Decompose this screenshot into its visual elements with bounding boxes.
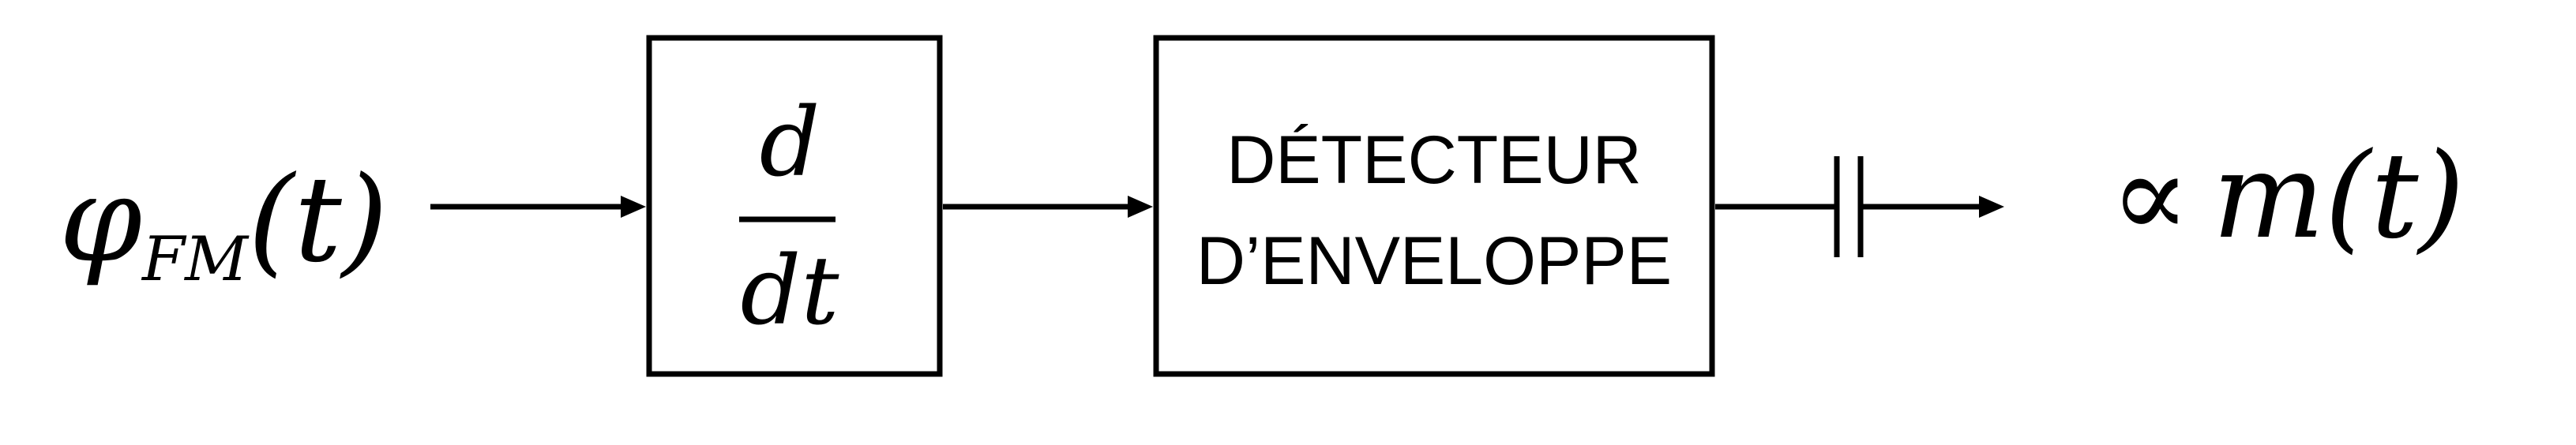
svg-text:φFM(t): φFM(t) xyxy=(59,151,388,295)
input-symbol: φ xyxy=(59,151,142,289)
detector-label-line1: DÉTECTEUR xyxy=(1226,122,1642,198)
input-signal-label: φFM(t) xyxy=(59,151,388,295)
proportional-symbol: ∝ xyxy=(2110,128,2191,265)
arrow-differentiator-to-detector xyxy=(943,196,1153,218)
output-arrowhead xyxy=(1979,196,2004,218)
output-signal-label: ∝m(t) xyxy=(2110,128,2465,265)
svg-text:∝m(t): ∝m(t) xyxy=(2110,128,2465,265)
output-expression: m(t) xyxy=(2213,128,2465,265)
arrow-input-to-differentiator xyxy=(430,196,646,218)
differentiator-block: d dt xyxy=(646,35,943,377)
derivative-denominator: dt xyxy=(740,237,839,346)
input-argument: (t) xyxy=(248,151,388,289)
input-subscript: FM xyxy=(141,224,250,295)
envelope-detector-block: DÉTECTEUR D’ENVELOPPE xyxy=(1153,35,1715,377)
derivative-numerator: d xyxy=(760,88,820,198)
capacitor-output-path xyxy=(1715,156,2004,257)
detector-label-line2: D’ENVELOPPE xyxy=(1196,223,1672,299)
